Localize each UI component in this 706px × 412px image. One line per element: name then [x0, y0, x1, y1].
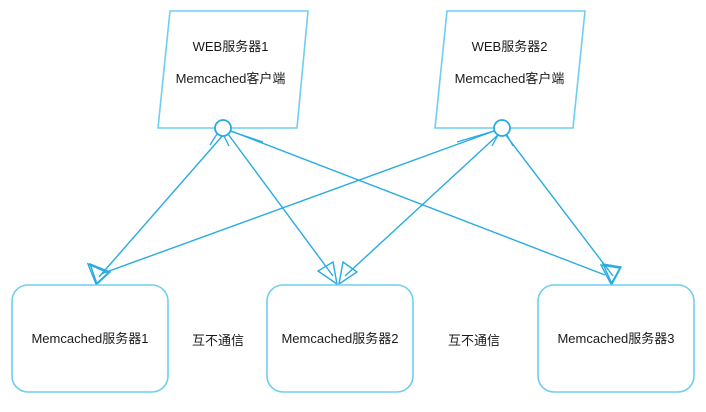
memcached-server-2-shape[interactable] — [266, 284, 414, 393]
edge-web1-to-mem1[interactable] — [98, 133, 225, 278]
arrowhead-to-mem3-b — [601, 263, 623, 286]
edge-web2-to-mem2[interactable] — [344, 133, 500, 277]
web-server-2-shape[interactable] — [434, 10, 586, 129]
edge-web1-to-mem2[interactable] — [227, 133, 334, 277]
web-server-1-shape[interactable] — [157, 10, 309, 129]
edge-web1-to-mem3[interactable] — [230, 130, 606, 276]
memcached-server-shapes — [11, 284, 695, 393]
connector-stubs — [209, 130, 514, 147]
web-server-2-connector-circle[interactable] — [493, 119, 511, 137]
arrowhead-to-mem2-a — [316, 260, 338, 286]
connection-edges — [98, 130, 614, 278]
web-connector-circles — [214, 119, 511, 137]
stub-web1-down — [223, 135, 230, 147]
stub-web1-right — [229, 130, 264, 143]
stub-web2-downright — [506, 134, 514, 147]
stub-web2-downleft — [491, 134, 499, 147]
arrowhead-to-mem1-b — [88, 262, 112, 286]
no-communication-label-1: 互不通信 — [191, 333, 244, 348]
memcached-server-1-shape[interactable] — [11, 284, 169, 393]
stub-web2-left — [456, 130, 495, 143]
web-server-1-connector-circle[interactable] — [214, 119, 232, 137]
edge-web2-to-mem1[interactable] — [100, 130, 495, 275]
memcached-server-3-shape[interactable] — [537, 284, 695, 393]
arrowhead-to-mem2-b — [338, 260, 359, 286]
no-communication-label-2: 互不通信 — [447, 333, 500, 348]
stub-web1-left — [209, 133, 218, 146]
edge-web2-to-mem3[interactable] — [504, 133, 614, 277]
arrowheads — [86, 260, 623, 286]
web-server-shapes — [157, 10, 586, 129]
